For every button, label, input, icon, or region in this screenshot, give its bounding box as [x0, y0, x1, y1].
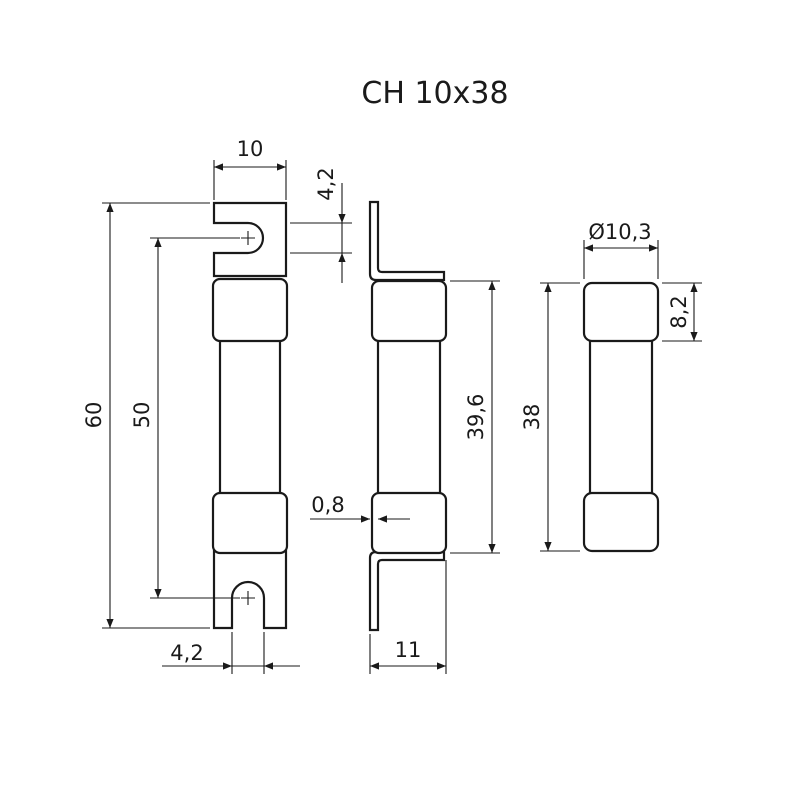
front-bottom-cap — [211, 491, 289, 555]
dim-diameter: Ø10,3 — [583, 220, 659, 279]
dim-cap-length: 8,2 — [662, 282, 702, 342]
cartridge-top-cap — [582, 281, 660, 343]
top-tag — [212, 201, 288, 278]
drawing-title: CH 10x38 — [361, 76, 508, 111]
dim-slot-center-distance: 50 — [130, 237, 240, 599]
dim-label-cap-length: 8,2 — [667, 295, 691, 328]
dim-slot-width-bottom: 4,2 — [162, 632, 300, 674]
side-view — [368, 200, 448, 632]
front-top-cap — [211, 277, 289, 343]
cartridge-body-tube — [588, 338, 654, 497]
dim-cartridge-length: 38 — [520, 282, 580, 552]
dim-label-body-length-side: 39,6 — [464, 394, 488, 441]
dim-side-width: 11 — [369, 560, 447, 674]
dim-label-slot-width-top: 4,2 — [314, 167, 338, 200]
dim-overall-length: 60 — [82, 202, 210, 629]
side-bottom-tag — [368, 550, 446, 632]
bottom-tag — [212, 549, 288, 630]
dim-label-tag-width: 10 — [237, 137, 264, 161]
dim-label-slot-center-distance: 50 — [130, 402, 154, 429]
cartridge-bottom-cap — [582, 491, 660, 553]
side-top-cap — [370, 279, 448, 343]
top-slot-center-mark — [241, 231, 255, 245]
bottom-slot-center-mark — [241, 591, 255, 605]
side-body-tube — [376, 338, 442, 497]
dim-tag-thickness: 0,8 — [310, 493, 410, 523]
front-view — [211, 201, 289, 630]
dim-label-diameter: Ø10,3 — [588, 220, 651, 244]
cartridge-view — [582, 281, 660, 553]
dim-label-overall-length: 60 — [82, 402, 106, 429]
dim-tag-width: 10 — [213, 137, 287, 200]
dim-label-side-width: 11 — [395, 638, 422, 662]
front-body-tube — [218, 338, 282, 497]
side-bottom-cap — [370, 491, 448, 555]
dim-label-cartridge-length: 38 — [520, 404, 544, 431]
dim-body-length-side: 39,6 — [450, 280, 500, 554]
side-top-tag — [368, 200, 446, 282]
dim-slot-width-top: 4,2 — [290, 167, 352, 283]
dim-label-tag-thickness: 0,8 — [311, 493, 344, 517]
dim-label-slot-width-bottom: 4,2 — [170, 641, 203, 665]
